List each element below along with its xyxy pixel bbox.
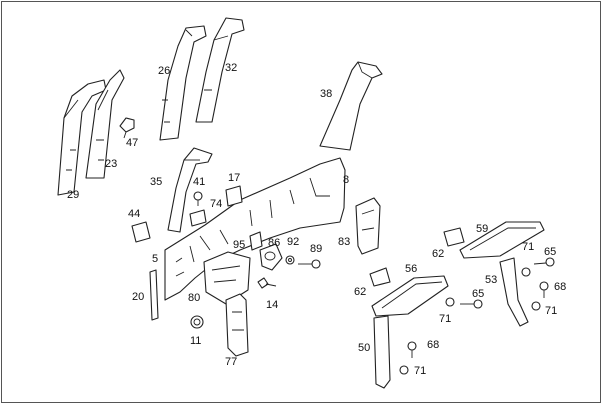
part-26-pillar-trim [159, 25, 207, 141]
label-95: 95 [233, 239, 245, 251]
part-41-screw [193, 191, 203, 206]
label-11: 11 [190, 335, 201, 347]
label-53: 53 [485, 274, 497, 286]
part-62-bracket-upper [443, 227, 465, 247]
part-95-bracket [249, 231, 263, 251]
label-5: 5 [152, 253, 158, 265]
part-11-grommet [190, 315, 204, 329]
part-47-clip [119, 117, 135, 139]
part-71-washer-a [521, 267, 531, 277]
label-77: 77 [225, 356, 237, 368]
label-62-lower: 62 [354, 286, 366, 298]
part-83-cover [355, 197, 381, 255]
label-50: 50 [358, 342, 370, 354]
label-71-c: 71 [439, 313, 451, 325]
label-38: 38 [320, 88, 332, 100]
label-65-upper: 65 [544, 246, 556, 258]
part-38-pillar-trim [319, 61, 383, 151]
label-65-lower: 65 [472, 288, 484, 300]
label-14: 14 [266, 299, 278, 311]
part-8-side-panel [164, 157, 346, 301]
label-44: 44 [128, 208, 140, 220]
label-47: 47 [126, 137, 138, 149]
label-89: 89 [310, 243, 322, 255]
part-80-cover [203, 251, 251, 305]
part-59-sill-trim [459, 221, 545, 259]
label-29: 29 [67, 189, 79, 201]
label-71-b: 71 [545, 305, 557, 317]
part-71-washer-c [445, 297, 455, 307]
label-83: 83 [338, 236, 350, 248]
part-77-cover [225, 293, 249, 357]
part-32-pillar-trim [195, 17, 245, 123]
part-89-screw [298, 259, 321, 269]
label-92: 92 [287, 236, 299, 248]
label-68-upper: 68 [554, 281, 566, 293]
part-50-trim [373, 315, 391, 389]
label-20: 20 [132, 291, 144, 303]
part-44-bracket [131, 221, 151, 243]
part-17-bracket [225, 185, 243, 207]
label-62-upper: 62 [432, 248, 444, 260]
label-71-d: 71 [414, 365, 426, 377]
part-68-clip-a [539, 281, 549, 298]
label-68-lower: 68 [427, 339, 439, 351]
label-35: 35 [150, 176, 162, 188]
part-74-clip [189, 209, 207, 227]
part-71-washer-b [531, 301, 541, 311]
label-41: 41 [193, 176, 205, 188]
label-71-a: 71 [522, 241, 534, 253]
label-23: 23 [105, 158, 117, 170]
part-86-cover [259, 243, 283, 271]
part-23-pillar-trim [85, 69, 125, 179]
part-56-sill-trim [371, 275, 449, 317]
label-86: 86 [268, 237, 280, 249]
label-17: 17 [228, 172, 240, 184]
part-14-screw [257, 277, 277, 289]
part-65-screw-a [533, 257, 555, 267]
label-8: 8 [343, 174, 349, 186]
part-71-washer-d [399, 365, 409, 375]
part-65-screw-b [460, 299, 483, 309]
part-53-trim [499, 257, 529, 327]
label-80: 80 [188, 292, 200, 304]
label-59: 59 [476, 223, 488, 235]
callout-labels: 8 5 11 14 17 20 23 26 29 32 35 38 41 44 … [67, 62, 566, 377]
part-29-pillar-trim [57, 79, 107, 196]
part-62-bracket-lower [369, 267, 391, 287]
label-32: 32 [225, 62, 237, 74]
label-26: 26 [158, 65, 170, 77]
part-92-washer [285, 255, 295, 265]
part-35-pillar-trim [167, 147, 213, 233]
part-68-clip-b [407, 341, 417, 358]
part-20-strip [149, 269, 159, 321]
label-56: 56 [405, 263, 417, 275]
label-74: 74 [210, 198, 222, 210]
